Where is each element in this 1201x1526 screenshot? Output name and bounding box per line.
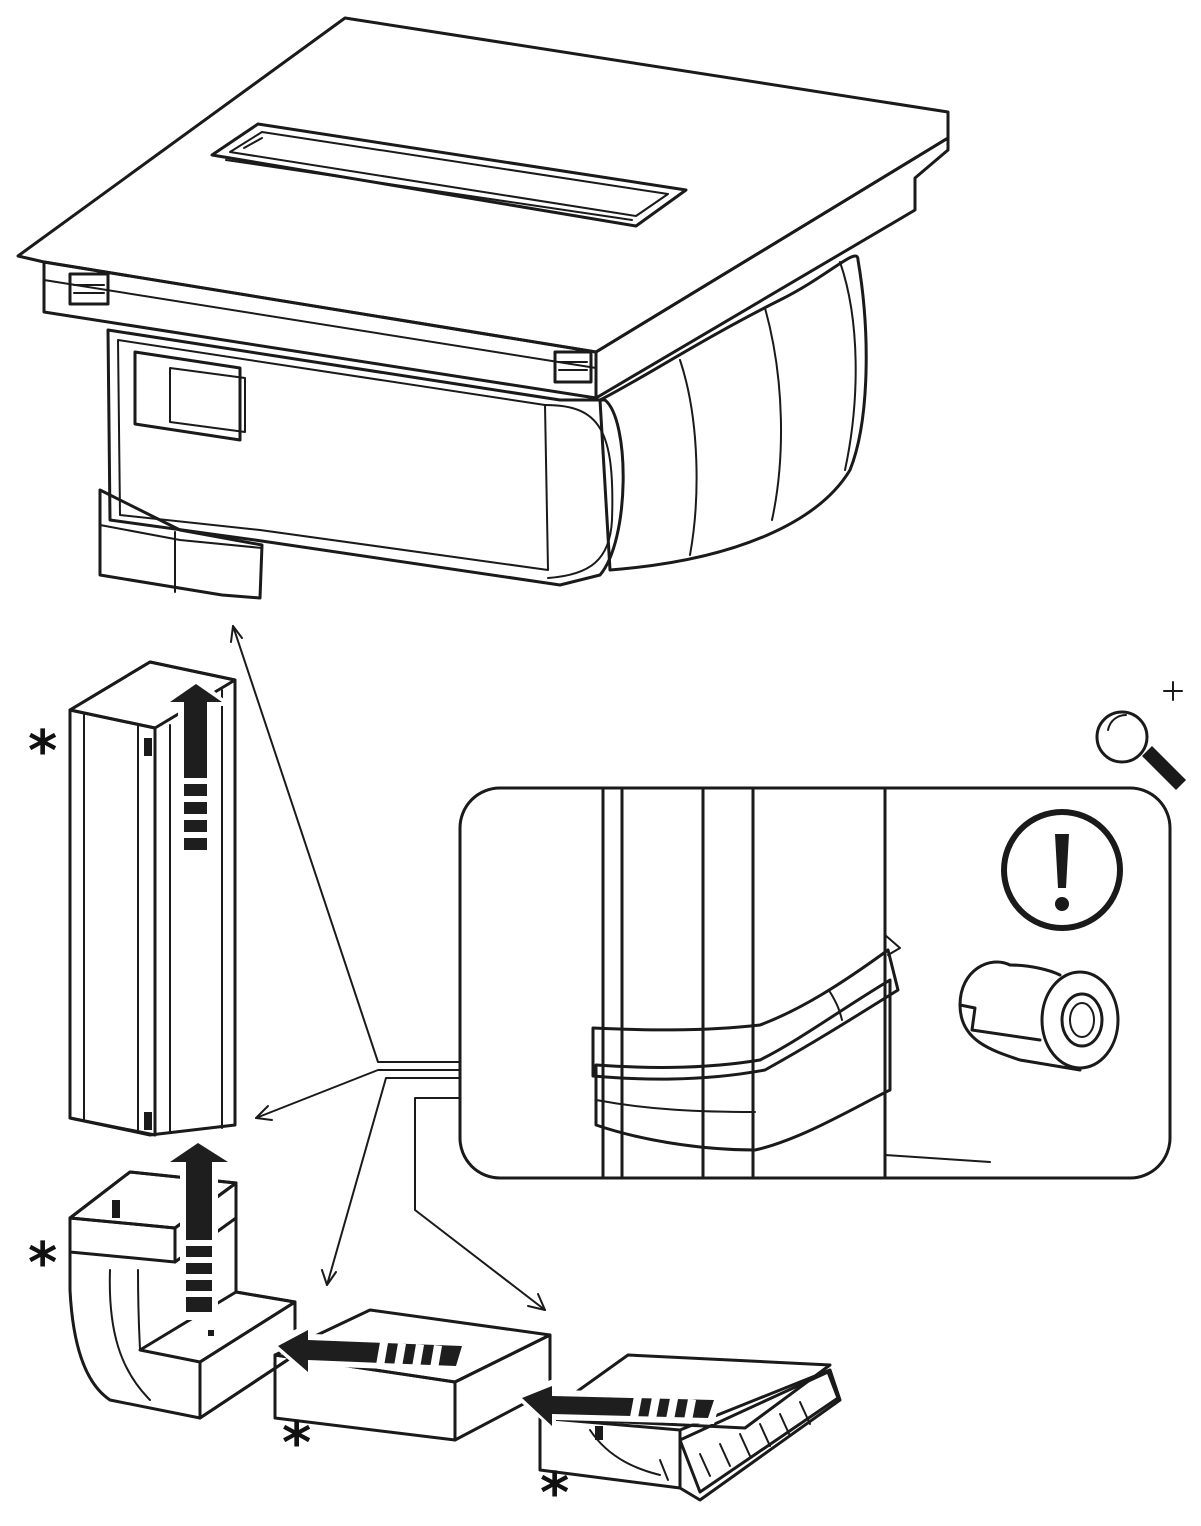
hob-glass-edge <box>42 260 598 400</box>
tape-band <box>591 948 900 1081</box>
hob-lower-body <box>106 328 625 587</box>
up-arrow-elbow-duct <box>160 1135 238 1320</box>
hob-clip-left <box>68 272 110 306</box>
hob-unit <box>16 16 950 600</box>
hob-fan-housing <box>598 254 868 572</box>
tape-roll-icon <box>958 960 1120 1072</box>
asterisk-vertical-duct: * <box>28 719 57 784</box>
asterisk-fan-cassette: * <box>540 1461 569 1526</box>
vertical-duct <box>68 660 237 1137</box>
zoom-in-magnifier-icon <box>1095 681 1186 790</box>
up-arrow-vertical-duct <box>160 676 232 856</box>
asterisk-elbow-duct: * <box>28 1231 57 1296</box>
leader-lines <box>230 625 546 1311</box>
detail-callout-panel <box>458 786 1172 1180</box>
hob-glass-top <box>16 16 950 354</box>
fan-cassette <box>538 1353 842 1502</box>
hob-bottom-foot <box>98 488 264 600</box>
left-arrow-fan-cassette <box>512 1378 722 1432</box>
hob-clip-right <box>553 350 593 384</box>
elbow-duct <box>68 1170 297 1420</box>
flat-box-filter <box>273 1308 552 1442</box>
extraction-slot <box>210 122 688 228</box>
left-arrow-box-filter <box>268 1322 470 1380</box>
exclamation-warning-icon <box>1001 809 1123 931</box>
asterisk-box-filter: * <box>282 1411 311 1476</box>
